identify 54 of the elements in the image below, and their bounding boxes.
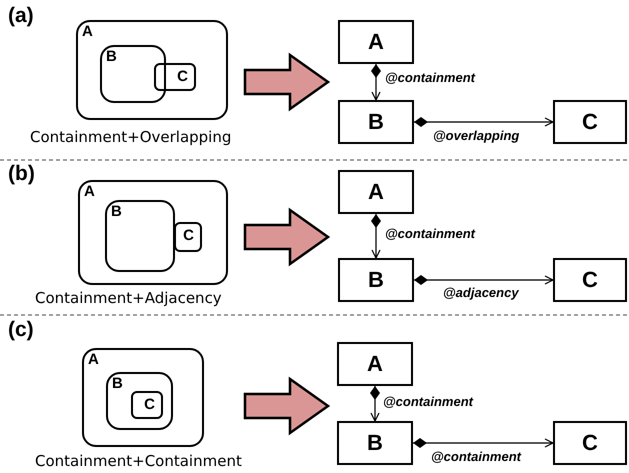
class-box (338, 258, 414, 302)
edge-label: @containment (382, 394, 474, 409)
node-label: B (112, 376, 123, 392)
node-label: C (144, 397, 155, 413)
class-box (338, 20, 414, 64)
node-label: A (368, 179, 384, 205)
panel-label: (c) (8, 318, 34, 342)
node-label: C (183, 228, 194, 244)
composition-arrow (370, 386, 380, 422)
node-label: B (111, 204, 122, 220)
node-label: B (106, 49, 117, 65)
region-box (154, 63, 196, 91)
node-label: B (367, 430, 383, 456)
node-label: A (367, 351, 383, 377)
node-label: A (88, 352, 99, 368)
region-caption: Containment+Overlapping (30, 128, 232, 146)
panel-label: (b) (8, 162, 35, 186)
class-box (553, 258, 627, 302)
edge-label: @overlapping (432, 128, 520, 143)
panel-label: (a) (8, 4, 34, 28)
node-label: B (368, 109, 384, 135)
node-label: C (582, 267, 598, 293)
region-box (78, 180, 228, 285)
class-box (338, 170, 414, 214)
node-label: C (582, 430, 598, 456)
region-box (82, 348, 204, 447)
edge-label: @containment (384, 70, 476, 85)
region-box (174, 222, 202, 252)
region-caption: Containment+Adjacency (35, 289, 222, 307)
node-label: A (82, 24, 93, 40)
composition-arrow (371, 214, 381, 259)
composition-arrow (371, 64, 381, 101)
region-box (100, 45, 166, 103)
node-label: B (368, 267, 384, 293)
node-label: A (368, 29, 384, 55)
region-caption: Containment+Containment (35, 452, 242, 470)
class-box (553, 100, 627, 144)
composition-arrow (414, 117, 554, 127)
class-box (337, 421, 413, 465)
composition-arrow (413, 438, 554, 448)
region-box (131, 391, 163, 419)
class-box (337, 342, 413, 386)
edge-label: @containment (384, 226, 476, 241)
region-box (105, 200, 175, 272)
edge-label: @containment (430, 449, 522, 464)
node-label: C (177, 69, 188, 85)
node-label: C (582, 109, 598, 135)
class-box (338, 100, 414, 144)
node-label: A (84, 184, 95, 200)
edge-label: @adjacency (442, 285, 520, 300)
class-box (553, 421, 627, 465)
region-box (106, 372, 173, 430)
region-box (76, 20, 228, 120)
composition-arrow (414, 275, 554, 285)
